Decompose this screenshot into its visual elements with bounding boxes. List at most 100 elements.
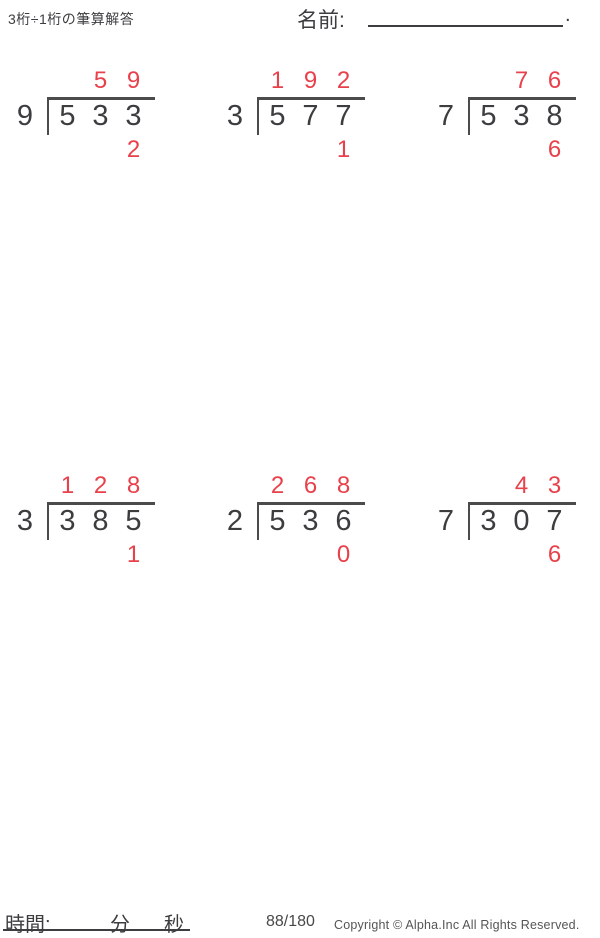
quotient-row: 4 3 (472, 473, 571, 498)
divisor-digit: 7 (437, 505, 454, 537)
division-problem: 5 9 9 5 3 3 2 (0, 68, 160, 166)
quotient-digit: 7 (514, 67, 529, 94)
division-problem: 1 2 8 3 3 8 5 1 (0, 473, 160, 571)
dividend-digit: 3 (513, 100, 530, 132)
division-problem: 2 6 8 2 5 3 6 0 (210, 473, 370, 571)
dividend-digit: 5 (269, 100, 286, 132)
division-vinculum (257, 502, 365, 505)
page-number: 88/180 (266, 913, 315, 930)
name-line-period: . (565, 4, 571, 26)
remainder-digit (261, 137, 294, 162)
dividend-digit: 5 (269, 505, 286, 537)
remainder-row: 1 (51, 542, 150, 567)
remainder-digit (294, 542, 327, 567)
remainder-digit (505, 542, 538, 567)
divisor-digit: 3 (226, 100, 243, 132)
time-label: 時間: (5, 914, 51, 936)
remainder-digit (505, 137, 538, 162)
quotient-digit: 5 (93, 67, 108, 94)
remainder-digit (472, 542, 505, 567)
remainder-row: 1 (261, 137, 360, 162)
remainder-digit (261, 542, 294, 567)
dividend-digit: 3 (92, 100, 109, 132)
dividend-digit: 5 (480, 100, 497, 132)
quotient-digit (472, 68, 505, 93)
dividend-digit: 0 (513, 505, 530, 537)
remainder-digit (84, 137, 117, 162)
quotient-digit: 9 (303, 67, 318, 94)
seconds-label: 秒 (164, 914, 184, 936)
dividend-digit: 7 (335, 100, 352, 132)
quotient-digit: 3 (547, 472, 562, 499)
remainder-digit: 6 (547, 541, 562, 568)
minutes-label: 分 (110, 914, 130, 936)
quotient-row: 7 6 (472, 68, 571, 93)
quotient-row: 5 9 (51, 68, 150, 93)
quotient-digit: 2 (93, 472, 108, 499)
remainder-row: 6 (472, 137, 571, 162)
time-underline (3, 929, 190, 931)
remainder-digit: 6 (547, 136, 562, 163)
quotient-digit: 6 (303, 472, 318, 499)
remainder-digit: 0 (336, 541, 351, 568)
dividend-digit: 3 (480, 505, 497, 537)
quotient-digit: 1 (60, 472, 75, 499)
dividend-digit: 3 (59, 505, 76, 537)
dividend-digit: 7 (302, 100, 319, 132)
division-vinculum (47, 502, 155, 505)
division-vinculum (257, 97, 365, 100)
dividend-row: 3 3 8 5 (0, 505, 150, 538)
quotient-row: 1 2 8 (51, 473, 150, 498)
name-underline (368, 25, 563, 27)
remainder-digit: 2 (126, 136, 141, 163)
quotient-digit (51, 68, 84, 93)
division-bracket-bar (468, 97, 471, 135)
dividend-row: 2 5 3 6 (210, 505, 360, 538)
divisor-digit: 7 (437, 100, 454, 132)
quotient-digit: 4 (514, 472, 529, 499)
dividend-digit: 8 (546, 100, 563, 132)
remainder-row: 2 (51, 137, 150, 162)
remainder-digit: 1 (336, 136, 351, 163)
division-bracket-bar (257, 97, 260, 135)
dividend-digit: 5 (59, 100, 76, 132)
dividend-digit: 8 (92, 505, 109, 537)
division-problem: 4 3 7 3 0 7 6 (421, 473, 581, 571)
quotient-digit (472, 473, 505, 498)
quotient-digit: 1 (270, 67, 285, 94)
divisor-digit: 2 (226, 505, 243, 537)
division-problem: 1 9 2 3 5 7 7 1 (210, 68, 370, 166)
quotient-digit: 9 (126, 67, 141, 94)
division-vinculum (468, 502, 576, 505)
quotient-digit: 2 (336, 67, 351, 94)
page-title: 3桁÷1桁の筆算解答 (8, 11, 135, 27)
quotient-row: 1 9 2 (261, 68, 360, 93)
dividend-digit: 5 (125, 505, 142, 537)
quotient-digit: 8 (336, 472, 351, 499)
remainder-row: 6 (472, 542, 571, 567)
remainder-digit (472, 137, 505, 162)
division-problem: 7 6 7 5 3 8 6 (421, 68, 581, 166)
quotient-row: 2 6 8 (261, 473, 360, 498)
copyright-notice: Copyright © Alpha.Inc All Rights Reserve… (334, 918, 580, 932)
remainder-row: 0 (261, 542, 360, 567)
dividend-digit: 3 (125, 100, 142, 132)
quotient-digit: 2 (270, 472, 285, 499)
dividend-digit: 7 (546, 505, 563, 537)
division-bracket-bar (468, 502, 471, 540)
divisor-digit: 3 (16, 505, 33, 537)
division-vinculum (47, 97, 155, 100)
dividend-row: 7 5 3 8 (421, 100, 571, 133)
remainder-digit: 1 (126, 541, 141, 568)
remainder-digit (294, 137, 327, 162)
division-bracket-bar (47, 97, 50, 135)
dividend-row: 7 3 0 7 (421, 505, 571, 538)
division-vinculum (468, 97, 576, 100)
division-bracket-bar (257, 502, 260, 540)
remainder-digit (51, 137, 84, 162)
quotient-digit: 6 (547, 67, 562, 94)
dividend-digit: 3 (302, 505, 319, 537)
divisor-digit: 9 (16, 100, 33, 132)
dividend-digit: 6 (335, 505, 352, 537)
division-bracket-bar (47, 502, 50, 540)
